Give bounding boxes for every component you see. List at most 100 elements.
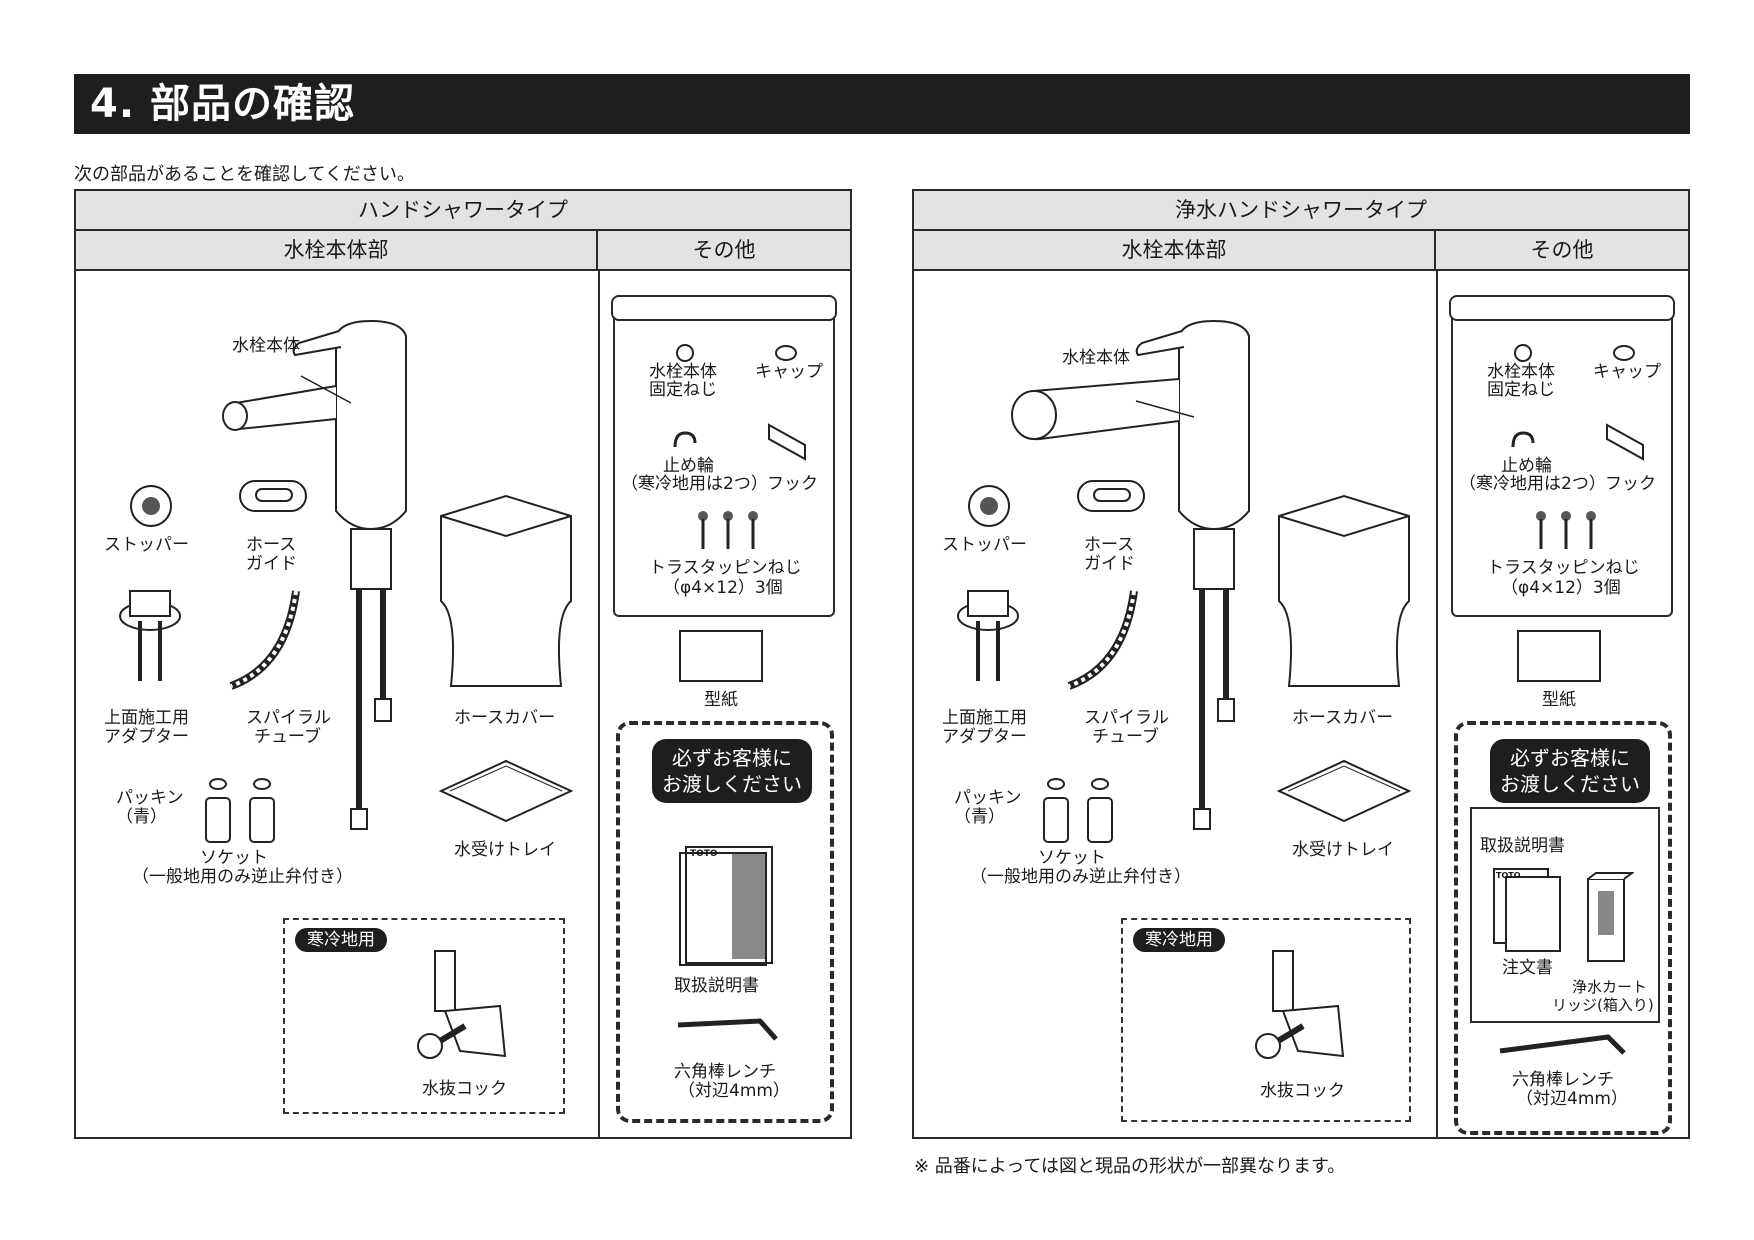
truss-label-1: トラスタッピンねじ — [649, 558, 802, 578]
screw-icon — [676, 344, 694, 362]
cold-region-badge: 寒冷地用 — [295, 928, 387, 952]
drain-cock-illustration — [1255, 950, 1345, 1059]
cartridge-label-2: リッジ(箱入り) — [1552, 996, 1654, 1014]
truss-label-2: （φ4×12）3個 — [1501, 578, 1621, 598]
socket-label-2: （一般地用のみ逆止弁付き） — [132, 867, 353, 887]
handover-badge: 必ずお客様に お渡しください — [1490, 739, 1650, 803]
retaining-ring-icon — [1511, 431, 1535, 448]
handover-line-2: お渡しください — [662, 772, 802, 796]
socket-label-1: ソケット — [1038, 848, 1106, 868]
hose-guide-label-2: ガイド — [1084, 554, 1135, 574]
handover-line-2: お渡しください — [1500, 772, 1640, 796]
spiral-tube-label-2: チューブ — [1092, 727, 1159, 747]
manual-label: 取扱説明書 — [1480, 836, 1565, 856]
spiral-tube-illustration — [229, 590, 300, 690]
manual-icon — [1493, 868, 1561, 952]
handover-box: 必ずお客様に お渡しください TOTO 取扱説明書 六角棒レンチ （対辺4mm） — [616, 721, 834, 1123]
handover-box: 必ずお客様に お渡しください 取扱説明書 TOTO 注文書 浄水カート リッジ(… — [1454, 721, 1672, 1135]
adapter-illustration — [119, 590, 181, 681]
truss-screws-icon — [698, 511, 758, 549]
manual-icon — [679, 846, 773, 966]
drain-cock-label: 水抜コック — [1260, 1081, 1345, 1101]
parts-bag: 水栓本体 固定ねじ キャップ 止め輪 （寒冷地用は2つ） フック トラスタッピン… — [611, 295, 837, 617]
handover-badge: 必ずお客様に お渡しください — [652, 739, 812, 803]
spiral-tube-illustration — [1067, 590, 1138, 690]
manual-label: 取扱説明書 — [674, 976, 759, 996]
intro-text: 次の部品があることを確認してください。 — [74, 164, 415, 185]
column-divider — [1436, 271, 1438, 1137]
hose-cover-label: ホースカバー — [454, 708, 556, 728]
truss-label-2: （φ4×12）3個 — [663, 578, 783, 598]
spiral-tube-label-2: チューブ — [254, 727, 321, 747]
stopper-illustration — [968, 485, 1010, 527]
screw-label-1: 水栓本体 — [649, 362, 717, 382]
hose-guide-label-2: ガイド — [246, 554, 297, 574]
order-form-label: 注文書 — [1502, 958, 1553, 978]
packing-label-2: （青） — [116, 807, 167, 827]
hex-wrench-icon — [677, 1018, 778, 1041]
packing-label-2: （青） — [954, 807, 1005, 827]
faucet-illustration — [1011, 319, 1250, 830]
template-icon — [679, 630, 763, 682]
stopper-label: ストッパー — [104, 535, 189, 555]
stopper-label: ストッパー — [942, 535, 1027, 555]
column-divider — [598, 271, 600, 1137]
cap-label: キャップ — [1593, 362, 1661, 382]
footnote: ※ 品番によっては図と現品の形状が一部異なります。 — [914, 1156, 1346, 1177]
wrench-label-1: 六角棒レンチ — [1512, 1070, 1614, 1090]
faucet-body-label: 水栓本体 — [232, 336, 300, 356]
ring-label-1: 止め輪 — [1501, 456, 1552, 476]
drip-tray-label: 水受けトレイ — [454, 840, 556, 860]
parts-bag-seal — [1449, 295, 1675, 321]
cartridge-label-1: 浄水カート — [1572, 978, 1648, 996]
hose-guide-illustration — [1077, 480, 1145, 512]
manual-brand: TOTO — [1496, 871, 1521, 880]
handover-line-1: 必ずお客様に — [672, 746, 792, 770]
hook-icon — [768, 423, 806, 461]
panel-hand-shower: ハンドシャワータイプ 水栓本体部 その他 水栓本体 ストッパー ホース ガイド … — [74, 189, 852, 1139]
cold-region-box: 寒冷地用 水抜コック — [283, 918, 565, 1114]
hook-label: フック — [1605, 474, 1656, 494]
drip-tray-label: 水受けトレイ — [1292, 840, 1394, 860]
hose-guide-label-1: ホース — [1084, 535, 1135, 555]
drain-cock-illustration — [417, 950, 507, 1059]
hose-guide-illustration — [239, 480, 307, 512]
screw-label-2: 固定ねじ — [649, 380, 717, 400]
ring-label-2: （寒冷地用は2つ） — [1459, 474, 1606, 494]
socket-label-2: （一般地用のみ逆止弁付き） — [970, 867, 1191, 887]
ring-label-2: （寒冷地用は2つ） — [621, 474, 768, 494]
manual-brand: TOTO — [690, 849, 718, 859]
screw-icon — [1514, 344, 1532, 362]
truss-screws-icon — [1536, 511, 1596, 549]
socket-label-1: ソケット — [200, 848, 268, 868]
cap-icon — [1613, 345, 1635, 361]
cap-label: キャップ — [755, 362, 823, 382]
hex-wrench-icon — [1499, 1034, 1626, 1055]
hook-label: フック — [767, 474, 818, 494]
template-icon — [1517, 630, 1601, 682]
hose-cover-label: ホースカバー — [1292, 708, 1394, 728]
panel-title: ハンドシャワータイプ — [76, 191, 850, 231]
truss-label-1: トラスタッピンねじ — [1487, 558, 1640, 578]
screw-label-1: 水栓本体 — [1487, 362, 1555, 382]
wrench-label-1: 六角棒レンチ — [674, 1062, 776, 1082]
faucet-body-label: 水栓本体 — [1062, 348, 1130, 368]
hose-cover-illustration — [440, 494, 572, 687]
adapter-label-2: アダプター — [104, 727, 189, 747]
drain-cock-label: 水抜コック — [422, 1079, 507, 1099]
screw-label-2: 固定ねじ — [1487, 380, 1555, 400]
handover-line-1: 必ずお客様に — [1510, 746, 1630, 770]
panel-purified-hand-shower: 浄水ハンドシャワータイプ 水栓本体部 その他 水栓本体 ストッパー ホース ガイ… — [912, 189, 1690, 1139]
wrench-label-2: （対辺4mm） — [678, 1081, 790, 1101]
column-header-other: その他 — [1436, 231, 1688, 271]
hose-cover-illustration — [1278, 494, 1410, 687]
drip-tray-illustration — [438, 759, 574, 823]
adapter-illustration — [957, 590, 1019, 681]
hook-icon — [1606, 423, 1644, 461]
ring-label-1: 止め輪 — [663, 456, 714, 476]
column-header-main: 水栓本体部 — [76, 231, 598, 271]
cold-region-box: 寒冷地用 水抜コック — [1121, 918, 1411, 1122]
adapter-label-1: 上面施工用 — [104, 708, 189, 728]
wrench-label-2: （対辺4mm） — [1516, 1089, 1628, 1109]
adapter-label-2: アダプター — [942, 727, 1027, 747]
